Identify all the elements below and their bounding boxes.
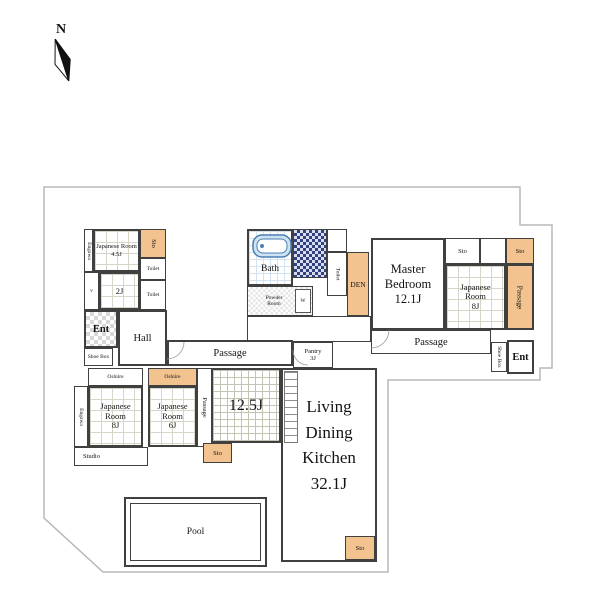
room-japanese-4-5: Japanese Room 4.5J (93, 229, 140, 272)
engawa-label: Engawa (85, 241, 92, 260)
oshiire-left: Oshiire (88, 368, 143, 386)
bath-label: Bath (261, 264, 279, 274)
passage-label: Passage (515, 285, 525, 309)
pool-inner-edge: Pool (130, 503, 261, 561)
storage-label: Sto (213, 449, 222, 457)
pool-label: Pool (186, 527, 205, 537)
shoe-box-right: Shoe Box (491, 342, 507, 372)
room-label: 12.5J (228, 396, 264, 414)
storage-top-left: Sto (140, 229, 166, 258)
hall-label: Hall (133, 332, 152, 344)
room-japanese-8-left: Japanese Room 8J (88, 386, 143, 447)
storage-label: Sto (355, 544, 365, 552)
passage-label: Passage (213, 347, 247, 359)
entrance-label: Ent (512, 351, 529, 363)
storage-top-right: Sto (506, 238, 534, 264)
oshiire-label: Oshiire (107, 374, 124, 380)
engawa-strip-bottom: Engawa (74, 386, 88, 447)
toilet-label: Toilet (146, 292, 160, 298)
pantry: Pantry 3J (293, 342, 333, 368)
entrance-label: Ent (92, 323, 110, 335)
storage-label: Sto (149, 239, 157, 248)
bathroom: Bath (247, 229, 293, 286)
oshiire-right: Oshiire (148, 368, 197, 386)
den-label: DEN (350, 279, 366, 289)
washer-label: W (300, 298, 306, 304)
powder-room-label: Powder Room (265, 294, 283, 307)
storage-ldk: Sto (345, 536, 375, 560)
washing-machine: W (295, 289, 311, 313)
studio: Studio (74, 447, 148, 466)
powder-room: Powder Room W (247, 286, 313, 316)
oshiire-label: Oshiire (164, 374, 181, 380)
closet-master (480, 238, 506, 264)
living-dining-kitchen: Living Dining Kitchen 32.1J (281, 368, 377, 562)
passage-right: Passage (371, 330, 491, 354)
engawa-label: Engawa (78, 407, 84, 426)
shoe-box-label: Shoe Box (87, 354, 110, 360)
room-japanese-8-right: Japanese Room 8J (445, 264, 506, 330)
room-label: 2J (115, 286, 124, 296)
toilet-upper: Toilet (140, 258, 166, 280)
storage-master: Sto (445, 238, 480, 264)
room-label: Japanese Room 8J (460, 281, 491, 311)
entrance-right: Ent (507, 340, 534, 374)
room-label: Japanese Room 4.5J (96, 243, 137, 258)
stairs (284, 371, 298, 443)
pool: Pool (124, 497, 267, 567)
passage-main: Passage (167, 340, 293, 366)
compass-north-label: N (55, 22, 67, 37)
toilet-label: Toilet (146, 266, 160, 272)
toilet-lower: Toilet (140, 280, 166, 310)
bath-tub-icon (252, 234, 292, 258)
shoe-box-label: Shoe Box (496, 346, 503, 368)
storage-bottom-left: Sto (203, 443, 232, 463)
den: DEN (347, 252, 369, 316)
room-label: Japanese Room 8J (100, 401, 131, 431)
storage-label: Sto (515, 247, 525, 255)
room-label: Living Dining Kitchen 32.1J (302, 397, 356, 493)
passage-left-vertical: Passage (197, 368, 212, 447)
master-bedroom: Master Bedroom 12.1J (371, 238, 445, 330)
compass-needle-icon (54, 38, 71, 82)
hall-connector (247, 316, 371, 342)
storage-label: Sto (458, 247, 467, 255)
room-label: Japanese Room 6J (157, 401, 188, 431)
entrance-left: Ent (84, 310, 118, 348)
shoe-box-left: Shoe Box (84, 348, 113, 366)
engawa-strip-top: Engawa (84, 229, 93, 272)
studio-label: Studio (83, 453, 100, 460)
passage-right-vertical: Passage (506, 264, 534, 330)
room-label: Master Bedroom 12.1J (384, 261, 432, 306)
toilet-label: Toilet (333, 267, 340, 281)
hall: Hall (118, 310, 167, 366)
closet-middle (327, 229, 347, 252)
passage-label: Passage (414, 336, 448, 348)
closet-label: v (90, 288, 93, 294)
room-2j: 2J (99, 272, 140, 310)
passage-label: Passage (201, 397, 208, 418)
room-japanese-6: Japanese Room 6J (148, 386, 197, 447)
toilet-middle: Toilet (327, 252, 347, 296)
pantry-label: Pantry 3J (304, 347, 322, 362)
closet-v: v (84, 272, 99, 310)
tile-floor (293, 229, 327, 278)
room-12-5: 12.5J (211, 368, 281, 443)
